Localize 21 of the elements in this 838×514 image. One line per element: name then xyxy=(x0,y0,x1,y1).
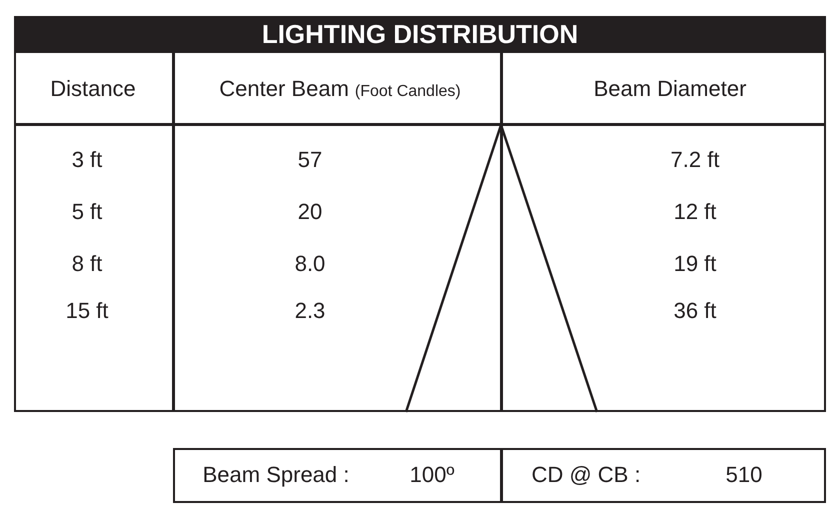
summary-value: 100º xyxy=(410,462,454,488)
table-value: 19 ft xyxy=(674,251,716,277)
table-value: 15 ft xyxy=(66,298,108,324)
table-value: 2.3 xyxy=(294,298,326,324)
column-header-unit: (Foot Candles) xyxy=(354,83,461,101)
table-value: 3 ft xyxy=(72,147,102,173)
summary-label: CD @ CB : xyxy=(531,462,641,488)
table-value: 8.0 xyxy=(294,251,326,277)
table-value: 12 ft xyxy=(674,199,716,225)
table-value: 8 ft xyxy=(72,251,102,277)
column-header: Beam Diameter xyxy=(594,76,746,102)
table-title: LIGHTING DISTRIBUTION xyxy=(14,16,826,53)
summary-value: 510 xyxy=(726,462,762,488)
table-value: 7.2 ft xyxy=(670,147,720,173)
column-header: Distance xyxy=(50,76,136,102)
column-header: Center Beam xyxy=(219,76,349,102)
table-value: 20 xyxy=(298,199,322,225)
table-value: 57 xyxy=(298,147,322,173)
table-value: 5 ft xyxy=(72,199,102,225)
table-value: 36 ft xyxy=(674,298,716,324)
summary-label: Beam Spread : xyxy=(202,462,350,488)
